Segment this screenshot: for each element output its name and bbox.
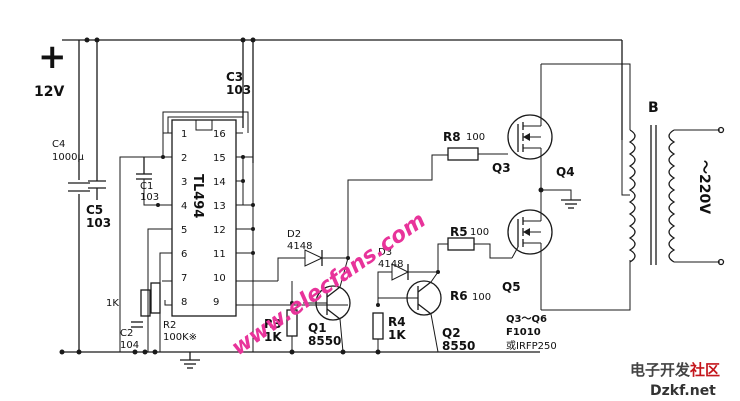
r5-ref: R5 xyxy=(450,225,468,239)
transistor-q2: Q2 8550 xyxy=(378,271,475,353)
ic-pin-15: 15 xyxy=(213,153,226,164)
q1-value: 8550 xyxy=(308,334,341,348)
q2-value: 8550 xyxy=(442,339,475,353)
transformer-b: B ～220V xyxy=(541,63,725,311)
site-logo-line1: 电子开发社区 xyxy=(630,361,720,379)
ic-pin-9: 9 xyxy=(213,297,219,308)
q4-label-group: Q4 xyxy=(538,165,581,209)
d2-value: 4148 xyxy=(287,241,312,252)
ic-pin-8: 8 xyxy=(181,297,187,308)
mosfet-note-line2: F1010 xyxy=(506,327,541,338)
q4-ref: Q4 xyxy=(556,165,575,179)
resistor-1k: 1K xyxy=(106,289,151,317)
diode-d3: D3 4148 xyxy=(377,247,438,305)
ic-pin-3: 3 xyxy=(181,177,187,188)
site-logo-line2: Dzkf.net xyxy=(650,383,716,399)
ic-pin-14: 14 xyxy=(213,177,226,188)
r5-value: 100 xyxy=(470,227,489,238)
ic-pin-16: 16 xyxy=(213,129,226,140)
ic-pin-11: 11 xyxy=(213,249,226,260)
mosfet-note-line3: 或IRFP250 xyxy=(506,340,557,352)
r4-ref: R4 xyxy=(388,315,406,329)
c3-value: 103 xyxy=(226,83,251,97)
r6-value: 100 xyxy=(472,292,491,303)
ic-name: TL494 xyxy=(190,174,205,218)
r2-ref: R2 xyxy=(163,320,176,331)
transformer-ref: B xyxy=(648,100,659,116)
supply-terminal: + 12V xyxy=(34,37,67,100)
c1-value: 103 xyxy=(140,192,159,203)
ic-pin-6: 6 xyxy=(181,249,187,260)
site-logo-line1-red: 社区 xyxy=(689,361,720,379)
supply-voltage-label: 12V xyxy=(34,84,64,100)
ic-tl494: TL494 1 2 3 4 5 6 7 8 16 15 14 13 12 11 … xyxy=(119,111,348,352)
c3-ref: C3 xyxy=(226,70,243,84)
c2-value: 104 xyxy=(120,340,139,351)
q1-ref: Q1 xyxy=(308,321,327,335)
ic-pin-5: 5 xyxy=(181,225,187,236)
resistor-r4: R4 1K xyxy=(372,303,406,352)
mosfet-q3: Q3 xyxy=(492,64,553,190)
ic-pin-2: 2 xyxy=(181,153,187,164)
mosfet-q5: Q5 xyxy=(502,190,553,310)
r3-value: 1K xyxy=(264,330,282,344)
supply-plus-symbol: + xyxy=(38,37,67,77)
ic-pin-10: 10 xyxy=(213,273,226,284)
c5-ref: C5 xyxy=(86,203,103,217)
c2-ref: C2 xyxy=(120,328,133,339)
capacitor-c2: C2 104 xyxy=(120,321,143,351)
capacitor-c1: C1 103 xyxy=(136,157,159,206)
power-rails xyxy=(59,37,623,355)
mosfet-note-line1: Q3～Q6 xyxy=(506,314,547,325)
ic-pin-12: 12 xyxy=(213,225,226,236)
resistor-r3: R3 1K xyxy=(264,281,298,352)
c5-value: 103 xyxy=(86,216,111,230)
r6-ref: R6 xyxy=(450,289,468,303)
r8-value: 100 xyxy=(466,132,485,143)
ic-pin-4: 4 xyxy=(181,201,187,212)
capacitor-c5: C5 103 xyxy=(86,40,111,230)
q5-ref: Q5 xyxy=(502,280,521,294)
ic-pin-13: 13 xyxy=(213,201,226,212)
c4-ref: C4 xyxy=(52,139,65,150)
ic-pin-1: 1 xyxy=(181,129,187,140)
q2-ref: Q2 xyxy=(442,326,461,340)
transformer-output-label: ～220V xyxy=(696,160,712,214)
ground-symbol-ic xyxy=(180,352,200,369)
ic-pin-7: 7 xyxy=(181,273,187,284)
d2-ref: D2 xyxy=(287,229,301,240)
r2-value: 100K※ xyxy=(163,332,197,343)
r8-ref: R8 xyxy=(443,130,461,144)
transistor-q1: Q1 8550 xyxy=(303,257,351,353)
capacitor-c4: C4 1000μ xyxy=(52,40,90,352)
diode-d2: D2 4148 xyxy=(277,229,348,281)
r3-ref: R3 xyxy=(264,317,282,331)
resistor-r2: R2 100K※ xyxy=(150,282,197,343)
mosfet-note: Q3～Q6 F1010 或IRFP250 xyxy=(506,314,557,352)
r-1k-value: 1K xyxy=(106,298,119,309)
c1-ref: C1 xyxy=(140,181,153,192)
capacitor-c3: C3 103 xyxy=(226,40,254,163)
r4-value: 1K xyxy=(388,328,406,342)
ic-pins-right: 16 15 14 13 12 11 10 9 xyxy=(213,129,226,308)
resistor-r5: R5 100 xyxy=(436,225,512,274)
ic-pins-left: 1 2 3 4 5 6 7 8 xyxy=(181,129,187,308)
site-logo: 电子开发社区 Dzkf.net xyxy=(630,361,720,399)
c4-value: 1000μ xyxy=(52,152,84,163)
d3-value: 4148 xyxy=(378,259,403,270)
resistor-r8: R8 100 xyxy=(346,130,508,260)
d3-ref: D3 xyxy=(378,247,392,258)
q3-ref: Q3 xyxy=(492,161,511,175)
